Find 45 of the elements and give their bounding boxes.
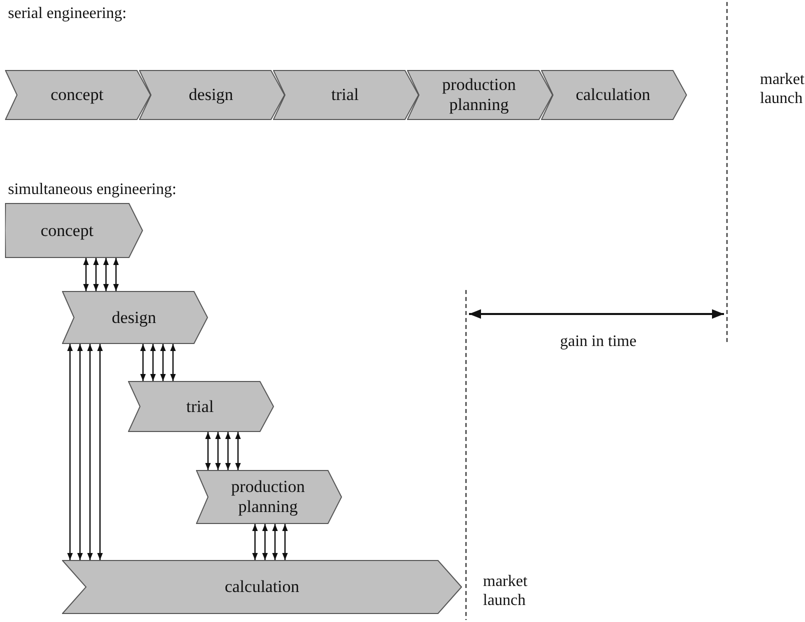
chevron-step <box>128 381 274 432</box>
double-arrow <box>113 258 119 291</box>
double-arrow <box>87 344 93 560</box>
double-arrow <box>160 344 166 381</box>
milestone-label: market launch <box>760 70 805 108</box>
chevron-step <box>273 70 419 120</box>
dimension-label: gain in time <box>560 332 638 351</box>
double-arrow <box>150 344 156 381</box>
double-arrow <box>215 432 221 470</box>
double-arrow <box>282 524 288 560</box>
step-label: production planning <box>441 75 517 115</box>
chevron-step <box>62 291 208 344</box>
double-arrow <box>77 344 83 560</box>
chevron-step <box>407 70 553 120</box>
chevron-step <box>541 70 687 120</box>
double-arrow <box>235 432 241 470</box>
double-arrow <box>83 258 89 291</box>
step-label: production planning <box>230 477 306 517</box>
double-arrow <box>140 344 146 381</box>
chevron-step <box>5 70 151 120</box>
double-arrow <box>262 524 268 560</box>
double-arrow <box>272 524 278 560</box>
double-arrow <box>97 344 103 560</box>
double-arrow <box>225 432 231 470</box>
double-arrow <box>93 258 99 291</box>
chevron-step <box>5 203 143 258</box>
chevron-step <box>196 470 342 524</box>
chevron-step <box>139 70 285 120</box>
step-label: trial <box>185 396 215 416</box>
double-arrow <box>103 258 109 291</box>
double-arrow <box>205 432 211 470</box>
section-heading: serial engineering: <box>8 4 128 23</box>
chevron-step <box>62 560 462 614</box>
step-label: design <box>188 85 234 105</box>
step-label: trial <box>330 85 360 105</box>
milestone-label: market launch <box>483 572 528 610</box>
step-label: design <box>110 308 158 328</box>
double-arrow <box>252 524 258 560</box>
double-arrow <box>67 344 73 560</box>
step-label: calculation <box>574 85 652 105</box>
step-label: concept <box>40 220 94 240</box>
step-label: calculation <box>224 577 300 597</box>
step-label: concept <box>50 85 104 105</box>
double-arrow <box>170 344 176 381</box>
section-heading: simultaneous engineering: <box>8 180 178 199</box>
